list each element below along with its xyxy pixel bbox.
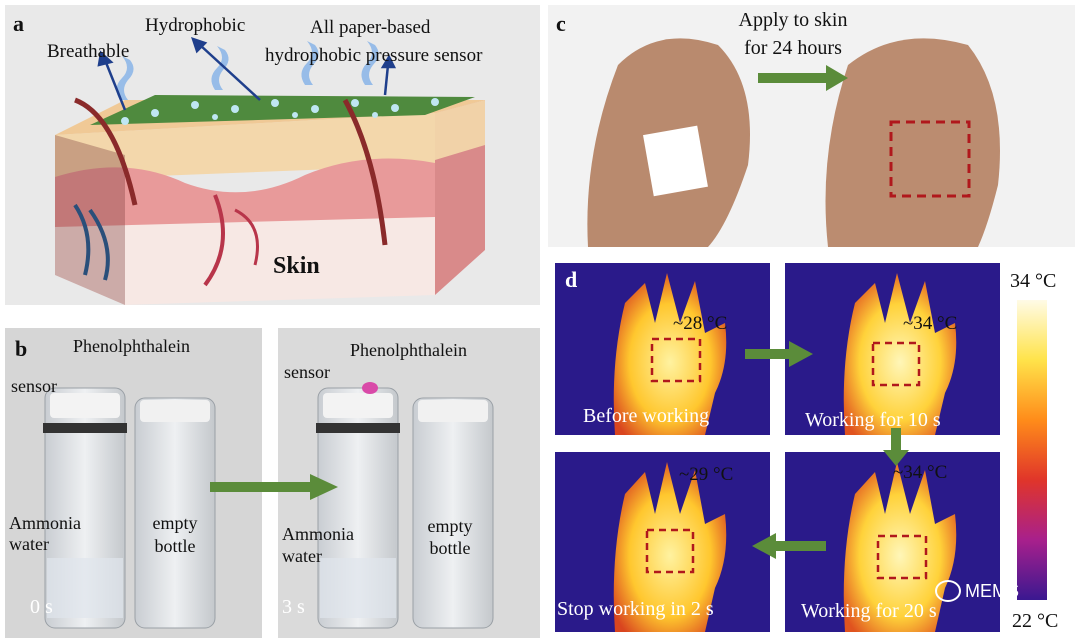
label-sensor-left: sensor	[11, 376, 57, 396]
arrow-d-down	[883, 428, 909, 466]
label-ammonia-right-1: Ammonia	[282, 524, 354, 544]
label-empty-left-1: empty	[152, 513, 198, 533]
watermark: MEMS	[935, 580, 1019, 602]
skin-schematic	[55, 37, 485, 305]
label-ammonia-left-1: Ammonia	[9, 513, 81, 533]
tile-temp-1: ~28 °C	[673, 313, 728, 334]
wrist-photos	[548, 5, 1075, 247]
label-apply-2: for 24 hours	[744, 37, 842, 59]
tile-caption-2: Working for 10 s	[805, 409, 941, 431]
tile-temp-4: ~29 °C	[679, 464, 734, 485]
label-ammonia-left-2: water	[9, 534, 49, 554]
thermal-hand-1	[555, 263, 770, 435]
wechat-icon	[935, 580, 961, 602]
label-hydrophobic: Hydrophobic	[145, 15, 246, 36]
arrow-d-right	[745, 341, 813, 367]
panel-b-left: b Phenolphthalein sensor Ammonia water e…	[5, 328, 262, 638]
thermal-tile-before: d ~28 °C Before working	[555, 263, 770, 435]
panel-label-c: c	[556, 11, 566, 36]
label-sensor-right: sensor	[284, 362, 330, 382]
label-ammonia-right-2: water	[282, 546, 322, 566]
label-time-left: 0 s	[30, 596, 53, 618]
label-phenolphthalein-left: Phenolphthalein	[73, 336, 190, 356]
bottles-right-photo	[278, 328, 540, 638]
panel-a: a Breathable Hydrophobic All paper-based…	[5, 5, 540, 305]
colorbar	[1017, 300, 1047, 600]
colorbar-max-label: 34 °C	[1010, 270, 1057, 292]
arrow-d-left	[752, 533, 826, 559]
label-time-right: 3 s	[282, 596, 305, 618]
label-apply-1: Apply to skin	[738, 9, 848, 31]
tile-caption-1: Before working	[583, 405, 710, 427]
label-phenolphthalein-right: Phenolphthalein	[350, 340, 467, 360]
label-skin: Skin	[273, 253, 320, 279]
panel-label-a: a	[13, 11, 24, 36]
thermal-tile-stop: ~29 °C Stop working in 2 s	[555, 452, 770, 632]
panel-c: c Apply to skin for 24 hours	[548, 5, 1075, 247]
label-empty-right-1: empty	[427, 516, 473, 536]
tile-temp-2: ~34 °C	[903, 313, 958, 334]
colorbar-min-label: 22 °C	[1012, 610, 1059, 632]
label-breathable: Breathable	[47, 41, 130, 62]
arrow-b	[210, 474, 338, 500]
label-sensor-line1: All paper-based	[310, 17, 431, 38]
panel-b-right: Phenolphthalein sensor Ammonia water emp…	[278, 328, 540, 638]
panel-label-d: d	[565, 267, 578, 292]
tile-temp-3: ~34 °C	[893, 462, 948, 483]
label-sensor-line2: hydrophobic pressure sensor	[265, 45, 483, 66]
tile-caption-4: Stop working in 2 s	[557, 598, 714, 620]
thermal-hand-4	[555, 452, 770, 632]
label-empty-right-2: bottle	[429, 538, 471, 558]
label-empty-left-2: bottle	[154, 536, 196, 556]
tile-caption-3: Working for 20 s	[801, 600, 937, 622]
panel-label-b: b	[15, 336, 28, 361]
bottles-left-photo	[5, 328, 262, 638]
watermark-text: MEMS	[965, 580, 1019, 601]
thermal-hand-2	[785, 263, 1000, 435]
thermal-tile-10s: ~34 °C Working for 10 s	[785, 263, 1000, 435]
